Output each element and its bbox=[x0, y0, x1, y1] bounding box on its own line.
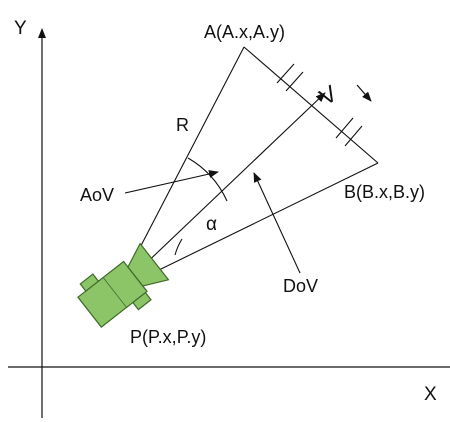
alpha-label: α bbox=[206, 214, 217, 235]
edge-tick bbox=[344, 125, 363, 147]
edge-tick bbox=[335, 117, 354, 139]
camera-icon bbox=[77, 242, 170, 328]
point-p-label: P(P.x,P.y) bbox=[130, 327, 206, 347]
dov-label: DoV bbox=[283, 276, 318, 296]
velocity-direction-arrow bbox=[356, 84, 372, 102]
point-b-label: B(B.x,B.y) bbox=[344, 182, 425, 202]
point-a-label: A(A.x,A.y) bbox=[204, 22, 285, 42]
alpha-arc bbox=[174, 238, 183, 256]
fov-edge-pb bbox=[117, 162, 379, 291]
radius-label: R bbox=[176, 115, 189, 135]
x-axis-label: X bbox=[424, 384, 437, 405]
aov-arc bbox=[187, 157, 228, 202]
aov-label: AoV bbox=[80, 185, 114, 205]
edge-tick bbox=[276, 63, 295, 84]
velocity-label: V bbox=[315, 80, 342, 111]
aov-callout-arrow bbox=[124, 170, 219, 194]
edge-tick bbox=[285, 71, 304, 92]
y-axis-arrowhead bbox=[38, 28, 46, 38]
dov-callout-arrow bbox=[253, 172, 301, 274]
y-axis-label: Y bbox=[14, 18, 27, 39]
fov-edge-ab bbox=[243, 46, 379, 164]
